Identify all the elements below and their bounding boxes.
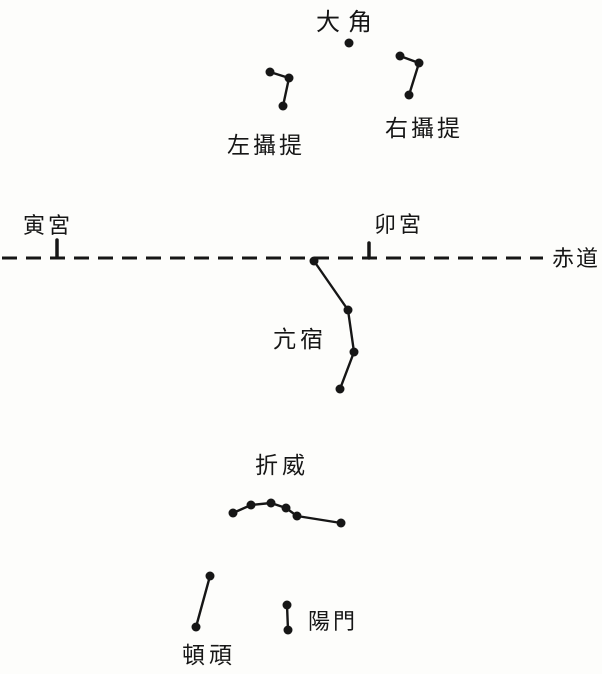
- kangxiu-star-3: [335, 384, 345, 394]
- kangxiu-line-0: [312, 259, 350, 312]
- dunwan-star-1: [191, 622, 201, 632]
- zhewei-star-2: [266, 498, 276, 508]
- kangxiu-line-1: [346, 308, 356, 354]
- dunwan-line-0: [194, 574, 212, 629]
- label-dajiao: 大角: [316, 8, 380, 36]
- dunwan-star-0: [205, 571, 215, 581]
- zhewei-star-0: [228, 508, 238, 518]
- zuosheti-star-1: [284, 73, 294, 83]
- label-dunwan: 頓頑: [182, 643, 236, 669]
- yousheti-star-2: [404, 90, 414, 100]
- zuosheti-line-1: [281, 76, 291, 108]
- zhewei-star-4: [292, 511, 302, 521]
- label-maogong: 卯宮: [374, 213, 424, 238]
- label-zhewei: 折威: [255, 453, 309, 479]
- zhewei-star-5: [336, 518, 346, 528]
- zhewei-star-3: [281, 503, 291, 513]
- label-chidao: 赤道: [552, 247, 600, 272]
- zhewei-line-4: [295, 514, 343, 525]
- zuosheti-star-2: [278, 101, 288, 111]
- kangxiu-star-2: [349, 347, 359, 357]
- kangxiu-star-0: [309, 256, 319, 266]
- label-yingong: 寅宮: [23, 214, 73, 239]
- label-yousheti: 右攝提: [385, 116, 463, 142]
- yousheti-line-1: [407, 61, 421, 97]
- zuosheti-star-0: [265, 67, 275, 77]
- yousheti-star-1: [414, 58, 424, 68]
- kangxiu-line-2: [338, 350, 356, 391]
- label-zuosheti: 左攝提: [227, 133, 305, 159]
- dajiao-star-0: [344, 38, 354, 48]
- zhewei-star-1: [246, 500, 256, 510]
- yangmen-star-0: [282, 600, 292, 610]
- yousheti-star-0: [395, 51, 405, 61]
- label-yangmen: 陽門: [308, 610, 358, 635]
- kangxiu-star-1: [343, 305, 353, 315]
- label-kangxiu: 亢宿: [273, 327, 327, 353]
- yangmen-star-1: [283, 625, 293, 635]
